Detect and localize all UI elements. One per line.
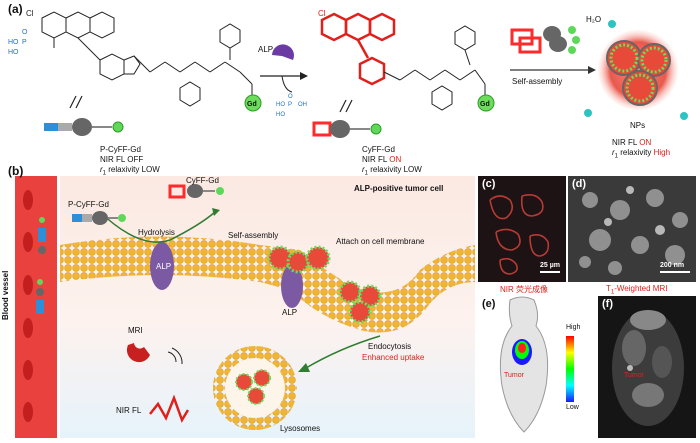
nir-wave-icon <box>149 394 190 423</box>
cl-label: Cl <box>26 9 34 18</box>
b-cyff-label: CyFF-Gd <box>186 176 219 185</box>
phos-ho-bottom: HO <box>8 49 19 56</box>
phos-o: O <box>22 29 28 36</box>
gd-label-2: Gd <box>480 101 490 108</box>
alp-label-2: ALP <box>282 308 298 317</box>
hydrolysis-label: Hydrolysis <box>138 228 175 237</box>
byprod-ho: HO <box>276 102 285 108</box>
panel-a-label: (a) <box>8 2 23 16</box>
compound1-fl-prefix: NIR FL <box>100 155 128 164</box>
panel-d-caption: T1-Weighted MRI <box>606 284 668 296</box>
water-molecule-2 <box>608 20 616 28</box>
cyff-gd-cartoon <box>312 99 382 138</box>
compound2-r-symbol: r <box>362 165 365 174</box>
alp-label: ALP <box>258 45 273 54</box>
compound2-fl-state: ON <box>389 155 402 164</box>
mri-label: MRI <box>128 326 143 335</box>
panel-d <box>568 176 696 282</box>
panel-c <box>478 176 566 282</box>
self-assembly-cartoon <box>510 26 580 54</box>
panel-e-low: Low <box>566 404 579 411</box>
b-pcyff-label: P-CyFF-Gd <box>68 200 109 209</box>
membrane-nanoparticles <box>267 245 382 324</box>
panel-e-label: (e) <box>482 298 496 310</box>
compound1-fl-state: OFF <box>127 155 144 164</box>
phos-ho-top: HO <box>8 39 19 46</box>
nps-fl-state: ON <box>639 138 652 147</box>
phos-p: P <box>22 39 27 46</box>
panel-a: Cl HO P O HO Gd P-CyFF-Gd ALP HO O P OH … <box>8 9 688 154</box>
compound2-name: CyFF-Gd <box>362 145 395 154</box>
compound1-relax: relaxivity LOW <box>106 165 160 174</box>
panel-c-label: (c) <box>482 178 496 190</box>
compound1-props: NIR FL OFF r1 relaxivity LOW <box>100 155 160 179</box>
water-label: H₂O <box>586 15 601 24</box>
compound1-name: P-CyFF-Gd <box>100 145 141 154</box>
nps-r-sub: 1 <box>614 153 619 160</box>
nps-label: NPs <box>630 121 645 130</box>
panel-d-label: (d) <box>572 178 587 190</box>
compound2-relax: relaxivity LOW <box>368 165 422 174</box>
panel-d-scale: 200 nm <box>660 262 685 269</box>
panel-f-tumor: Tumor <box>624 372 644 379</box>
compound1-r-symbol: r <box>100 165 103 174</box>
nps-fl-prefix: NIR FL <box>612 138 640 147</box>
gd-bead-1 <box>244 94 262 112</box>
nir-fl-label: NIR FL <box>116 406 142 415</box>
compound2-fl-prefix: NIR FL <box>362 155 390 164</box>
p-cyff-gd-cartoon <box>44 95 124 136</box>
alp-label-1: ALP <box>156 262 172 271</box>
magnet-icon <box>126 343 150 363</box>
nanoparticle-cluster <box>598 30 678 110</box>
compound2-props: NIR FL ON r1 relaxivity LOW <box>362 155 422 179</box>
endocytosis-label: Endocytosis <box>368 342 412 351</box>
byprod-ho-2: HO <box>276 112 285 118</box>
lysosomes-label: Lysosomes <box>280 424 321 433</box>
vessel-label: Blood vessel <box>1 270 10 320</box>
alp-enzyme-icon <box>272 44 294 60</box>
compound1-r-sub: 1 <box>102 170 107 177</box>
nps-relax-state: High <box>653 148 671 157</box>
water-molecule-3 <box>680 112 688 120</box>
b-self-assembly-label: Self-assembly <box>228 231 279 240</box>
byprod-oh: OH <box>298 102 307 108</box>
gd-label-1: Gd <box>247 101 257 108</box>
b-pcyff-cartoon <box>72 211 126 225</box>
nps-relax: relaxivity <box>618 148 654 157</box>
panel-b <box>15 176 475 438</box>
panel-e-tumor: Tumor <box>504 372 524 379</box>
panel-f <box>598 296 696 438</box>
panel-e <box>478 296 594 438</box>
gd-bead-2 <box>477 94 495 112</box>
cyff-gd-structure <box>320 12 486 111</box>
vessel-molecules <box>36 217 46 314</box>
alp-protein-1 <box>150 242 174 290</box>
self-assembly-label: Self-assembly <box>512 77 562 86</box>
uptake-label: Enhanced uptake <box>362 353 425 362</box>
cl-label-2: Cl <box>318 9 326 18</box>
byprod-o: O <box>288 94 293 100</box>
panel-c-caption: NIR 荧光成像 <box>500 285 548 294</box>
water-molecule-1 <box>584 109 592 117</box>
p-cyff-gd-structure <box>41 11 253 107</box>
byprod-p: P <box>288 102 292 108</box>
tumor-cell-label: ALP-positive tumor cell <box>354 184 444 193</box>
attach-label: Attach on cell membrane <box>336 237 425 246</box>
compound2-r-sub: 1 <box>364 170 369 177</box>
hydrolysis-arrow <box>99 211 216 243</box>
panel-f-label: (f) <box>602 298 613 310</box>
alp-protein-2 <box>281 264 303 308</box>
nps-props: NIR FL ON r1 relaxivity High <box>612 138 670 162</box>
panel-e-high: High <box>566 324 581 331</box>
panel-c-scale: 25 µm <box>540 262 560 269</box>
nps-r-symbol: r <box>612 148 615 157</box>
endocytosis-arrow <box>305 335 381 369</box>
panel-b-label: (b) <box>8 164 24 178</box>
b-cyff-cartoon <box>168 184 224 199</box>
